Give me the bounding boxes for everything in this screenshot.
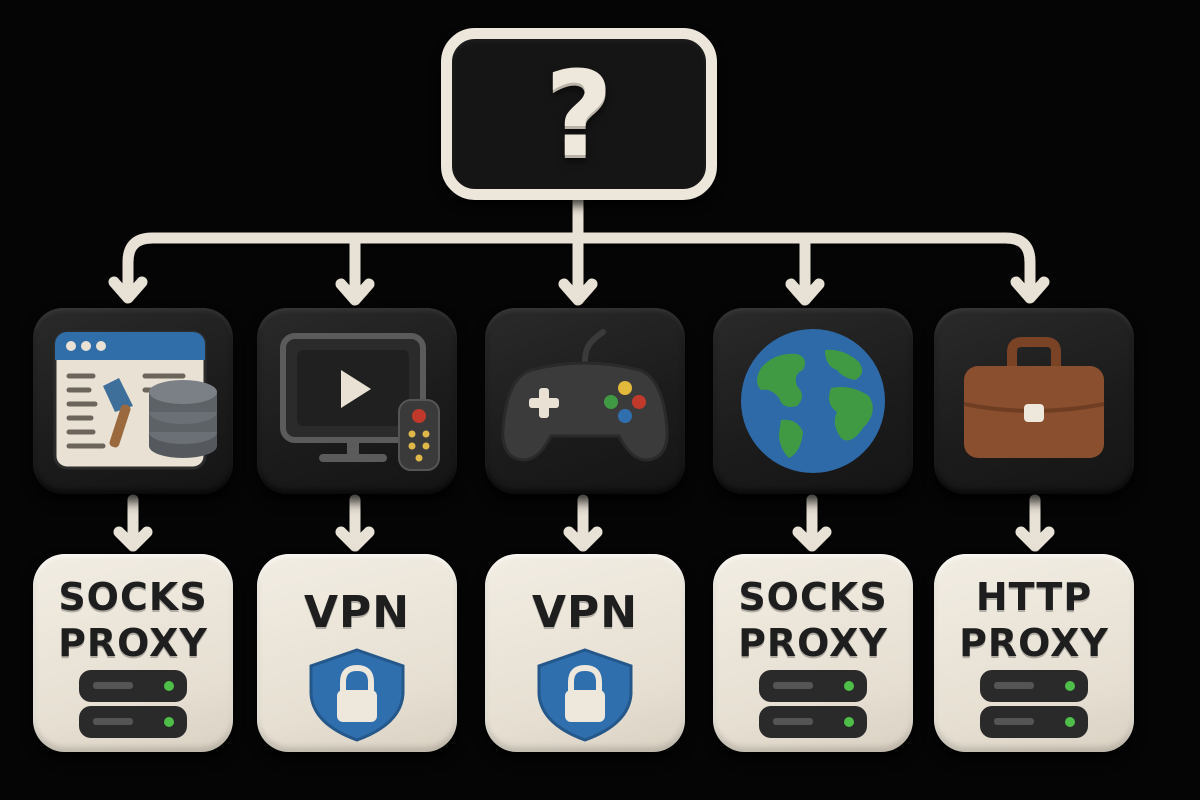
result-label: VPN [303,587,411,638]
arrowhead [335,278,375,306]
result-tile-http-proxy: HTTP PROXY [934,554,1134,752]
question-mark: ? [544,45,614,183]
result-tile-socks-proxy-1: SOCKS PROXY [33,554,233,752]
root-question-box: ? [441,28,717,200]
use-case-tile-geo-access [713,308,913,494]
globe-icon [741,329,885,473]
use-case-tile-business [934,308,1134,494]
arrowhead [785,278,825,306]
streaming-tv-icon [280,333,440,471]
server-icon [79,670,187,738]
arrowhead [335,526,375,552]
result-label: VPN [531,587,639,638]
shield-lock-icon [537,648,633,742]
arrowhead [1015,526,1055,552]
result-tile-vpn-1: VPN [257,554,457,752]
arrowhead [563,526,603,552]
use-case-tile-web-scraping [33,308,233,494]
arrowhead [1010,276,1050,304]
result-label: HTTP PROXY [959,575,1109,665]
result-label: SOCKS PROXY [58,575,208,665]
use-case-tile-gaming [485,308,685,494]
arrowhead [558,278,598,306]
arrowhead [108,276,148,304]
server-icon [759,670,867,738]
arrowhead [792,526,832,552]
briefcase-icon [963,337,1105,458]
server-icon [980,670,1088,738]
shield-lock-icon [309,648,405,742]
use-case-tile-streaming [257,308,457,494]
result-tile-vpn-2: VPN [485,554,685,752]
arrowhead [113,526,153,552]
web-scraping-database-icon [53,330,217,470]
gamepad-icon [501,329,669,462]
result-label: SOCKS PROXY [738,575,888,665]
result-tile-socks-proxy-2: SOCKS PROXY [713,554,913,752]
